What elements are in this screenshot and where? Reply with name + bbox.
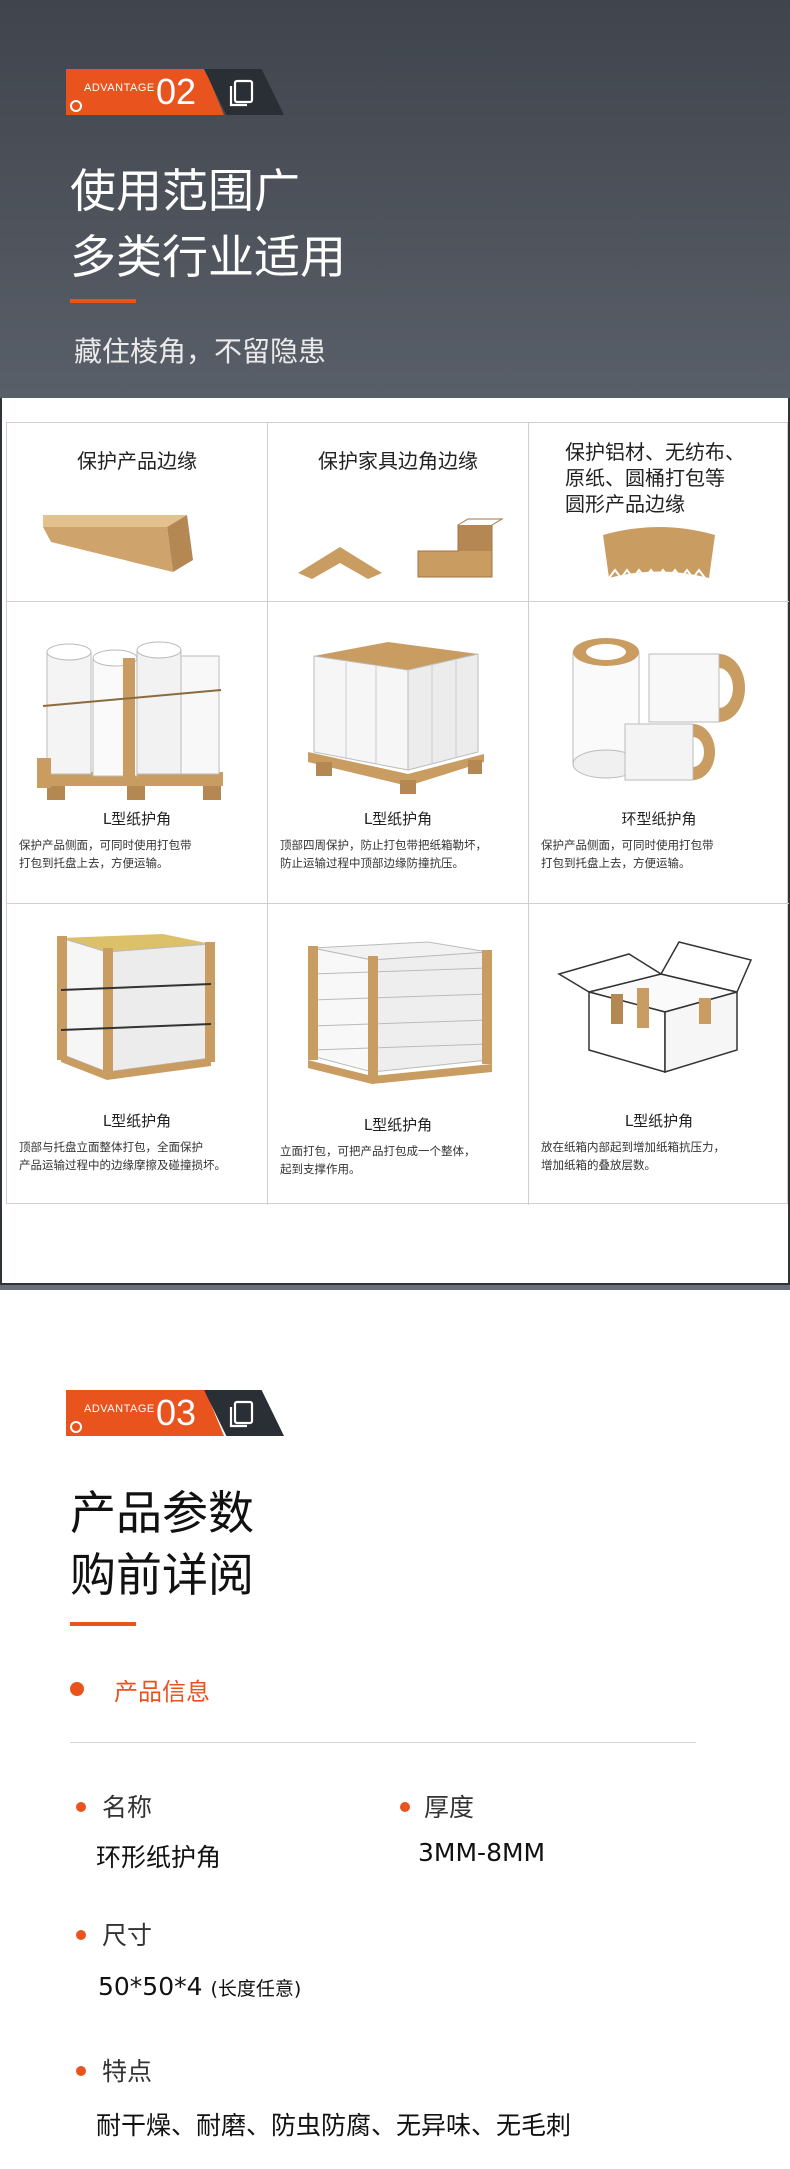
field-features-key: 特点 bbox=[102, 2057, 153, 2086]
rolls-pallet-image bbox=[37, 641, 223, 800]
field-features-value: 耐干燥、耐磨、防虫防腐、无异味、无毛刺 bbox=[96, 2111, 572, 2140]
cell-top-protect: L型纸护角 顶部四周保护，防止打包带把纸箱勒坏， 防止运输过程中顶部边缘防撞抗压… bbox=[268, 602, 529, 904]
cell-description: 放在纸箱内部起到增加纸箱抗压力， 增加纸箱的叠放层数。 bbox=[541, 1140, 725, 1172]
angle-board-icon bbox=[43, 515, 193, 572]
cell-description: 顶部与托盘立面整体打包，全面保护 产品运输过程中的边缘摩擦及碰撞损坏。 bbox=[19, 1140, 226, 1172]
cell-description: 立面打包，可把产品打包成一个整体， 起到支撑作用。 bbox=[280, 1144, 476, 1176]
cell-description: 保护产品侧面，可同时使用打包带 打包到托盘上去，方便运输。 bbox=[541, 838, 714, 870]
section2-title-line2: 多类行业适用 bbox=[70, 230, 346, 284]
furniture-corner-icon bbox=[298, 518, 504, 579]
bullet-dot-icon bbox=[76, 2066, 86, 2076]
section-advantage-02: ADVANTAGE 02 使用范围广 多类行业适用 藏住棱角，不留隐患 保护产品… bbox=[0, 0, 790, 1290]
field-size-note: (长度任意) bbox=[210, 1978, 302, 2000]
field-name-key: 名称 bbox=[102, 1793, 153, 1822]
title-underline bbox=[70, 299, 136, 303]
field-thickness-value: 3MM-8MM bbox=[418, 1838, 546, 1867]
title-underline bbox=[70, 1622, 136, 1626]
cell-furniture-edge: 保护家具边角边缘 bbox=[268, 423, 529, 602]
cell-product-edge: 保护产品边缘 bbox=[7, 423, 268, 602]
section-advantage-03: ADVANTAGE 03 产品参数 购前详阅 产品信息 名称 环形纸护角 厚度 … bbox=[0, 1290, 790, 2169]
badge-label: ADVANTAGE bbox=[84, 1403, 155, 1415]
ring-icon bbox=[70, 100, 82, 112]
cell-round-edge: 保护铝材、无纺布、 原纸、圆桶打包等 圆形产品边缘 bbox=[529, 423, 789, 602]
bullet-dot-icon bbox=[70, 1682, 84, 1696]
document-icon bbox=[229, 79, 254, 107]
cell-caption: L型纸护角 bbox=[363, 810, 433, 828]
cell-full-protect: L型纸护角 顶部与托盘立面整体打包，全面保护 产品运输过程中的边缘摩擦及碰撞损坏… bbox=[7, 904, 268, 1205]
paper-rolls-image bbox=[572, 638, 745, 781]
ring-corner-icon bbox=[603, 527, 715, 580]
crated-pallet-image bbox=[57, 934, 215, 1080]
section2-title-line1: 使用范围广 bbox=[70, 164, 300, 218]
cell-vertical-protect: L型纸护角 立面打包，可把产品打包成一个整体， 起到支撑作用。 bbox=[268, 904, 529, 1205]
badge-number: 02 bbox=[156, 71, 197, 112]
cell-label-multiline: 保护铝材、无纺布、 原纸、圆桶打包等 圆形产品边缘 bbox=[565, 440, 745, 516]
field-size-key: 尺寸 bbox=[102, 1921, 153, 1950]
cell-caption: L型纸护角 bbox=[624, 1112, 694, 1130]
document-icon bbox=[229, 1400, 254, 1428]
field-thickness-key: 厚度 bbox=[424, 1793, 475, 1822]
badge-number: 03 bbox=[156, 1392, 197, 1433]
section2-subtitle: 藏住棱角，不留隐患 bbox=[74, 335, 327, 368]
cell-box-inner: L型纸护角 放在纸箱内部起到增加纸箱抗压力， 增加纸箱的叠放层数。 bbox=[529, 904, 789, 1205]
bullet-dot-icon bbox=[400, 1802, 410, 1812]
section3-title-line2: 购前详阅 bbox=[70, 1548, 254, 1602]
cell-label: 保护家具边角边缘 bbox=[318, 449, 478, 473]
cell-caption: 环型纸护角 bbox=[621, 810, 697, 828]
product-info-heading: 产品信息 bbox=[114, 1678, 210, 1706]
advantage-badge-02: ADVANTAGE 02 bbox=[66, 69, 284, 115]
advantage-badge-03: ADVANTAGE 03 bbox=[66, 1390, 284, 1436]
application-panel: 保护产品边缘 保护家具边角边缘 保护铝材、无纺布、 bbox=[0, 398, 790, 1285]
cell-label: 保护产品边缘 bbox=[77, 449, 197, 473]
open-box-image bbox=[557, 941, 753, 1074]
section3-title-line1: 产品参数 bbox=[70, 1486, 254, 1540]
cell-description: 顶部四周保护，防止打包带把纸箱勒坏， 防止运输过程中顶部边缘防撞抗压。 bbox=[280, 838, 487, 870]
cell-side-protect: L型纸护角 保护产品侧面，可同时使用打包带 打包到托盘上去，方便运输。 bbox=[7, 602, 268, 904]
bullet-dot-icon bbox=[76, 1802, 86, 1812]
field-name-value: 环形纸护角 bbox=[96, 1843, 222, 1872]
boxes-pallet-image bbox=[308, 642, 484, 794]
cell-description: 保护产品侧面，可同时使用打包带 打包到托盘上去，方便运输。 bbox=[19, 838, 192, 870]
badge-label: ADVANTAGE bbox=[84, 82, 155, 94]
cell-caption: L型纸护角 bbox=[102, 1112, 172, 1130]
cell-caption: L型纸护角 bbox=[102, 810, 172, 828]
field-size-value: 50*50*4 (长度任意) bbox=[98, 1972, 302, 2001]
application-grid: 保护产品边缘 保护家具边角边缘 保护铝材、无纺布、 bbox=[6, 422, 789, 1205]
cell-caption: L型纸护角 bbox=[363, 1116, 433, 1134]
strapped-stack-image bbox=[308, 941, 492, 1084]
divider bbox=[70, 1742, 696, 1743]
bullet-dot-icon bbox=[76, 1930, 86, 1940]
ring-icon bbox=[70, 1421, 82, 1433]
cell-ring-protect: 环型纸护角 保护产品侧面，可同时使用打包带 打包到托盘上去，方便运输。 bbox=[529, 602, 789, 904]
